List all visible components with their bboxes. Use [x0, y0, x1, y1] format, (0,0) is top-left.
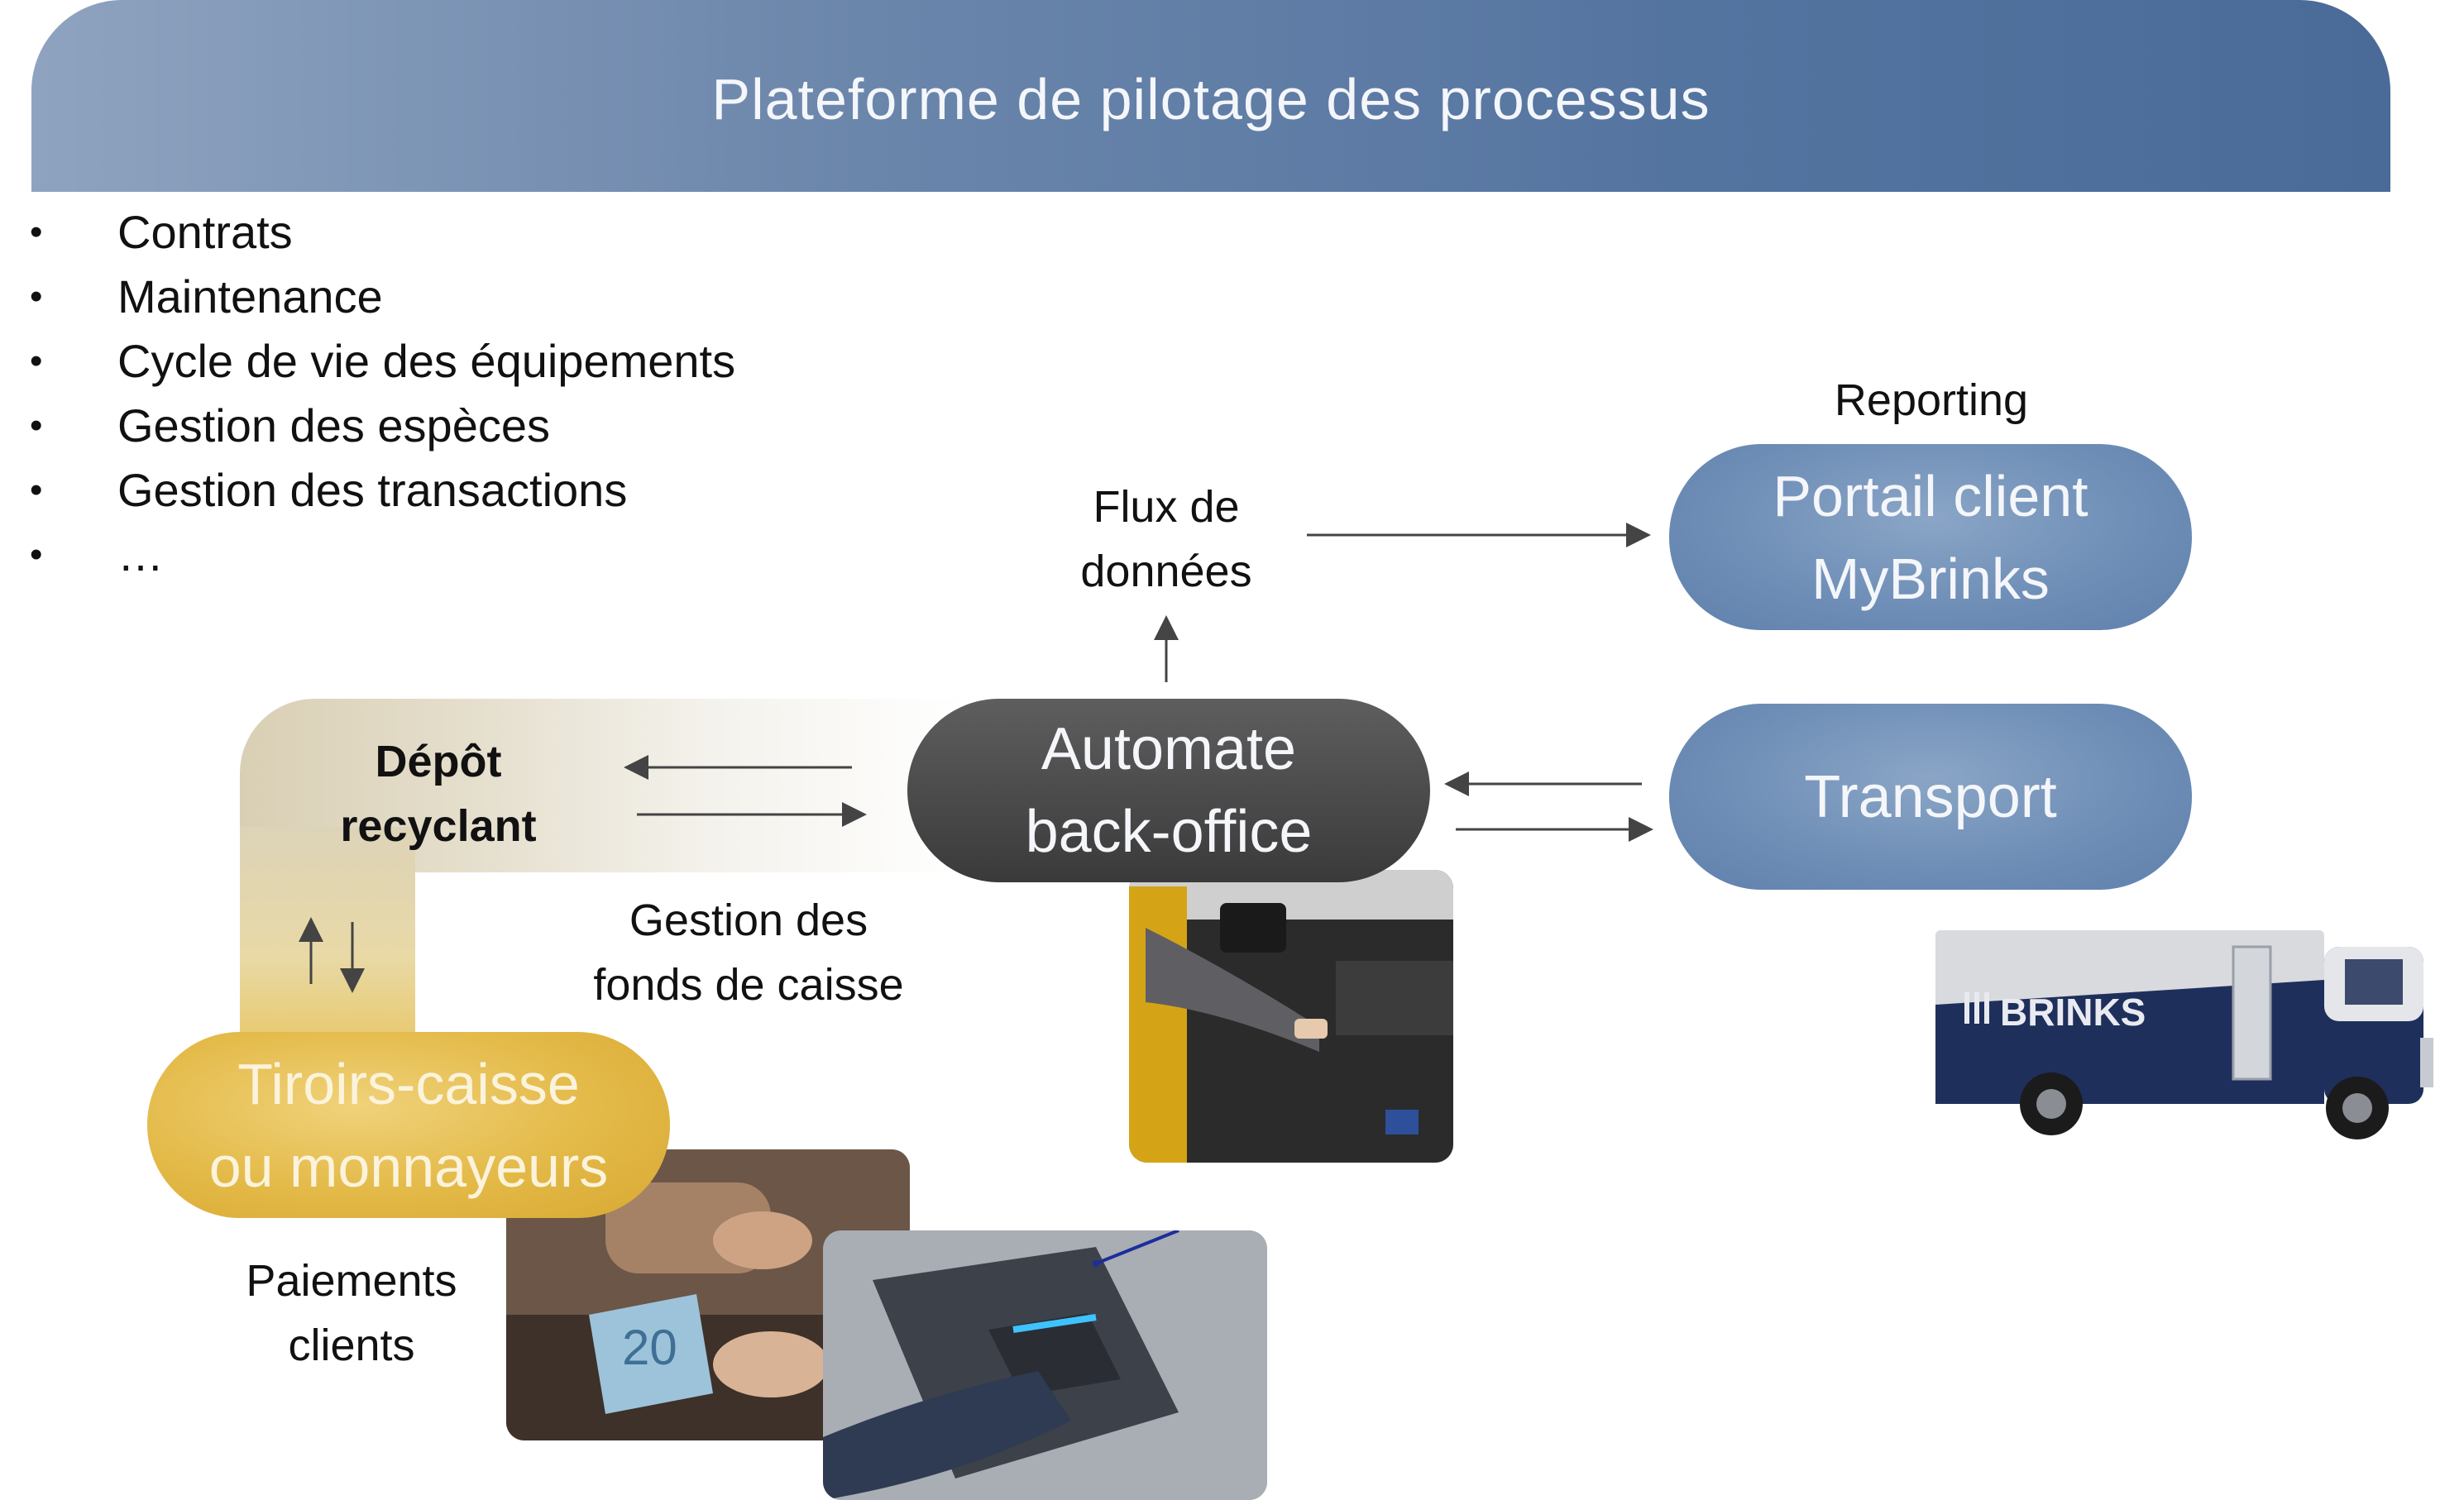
flow-band-vertical [240, 827, 415, 1042]
list-item-label: … [117, 528, 164, 580]
paiements-label-line1: Paiements [246, 1256, 457, 1306]
gestion-label-line1: Gestion des [629, 896, 868, 945]
bullet-icon: • [30, 212, 43, 252]
tiroirs-caisse-node: Tiroirs-caisse ou monnayeurs [147, 1032, 670, 1218]
reporting-label: Reporting [1834, 375, 2029, 425]
list-item-label: Gestion des transactions [117, 464, 628, 516]
automate-label: Automate back-office [1026, 708, 1313, 873]
depot-label-line1: Dépôt [375, 737, 502, 786]
list-item: • Maintenance [25, 265, 735, 329]
header-banner [31, 0, 2390, 192]
machine-illustration [1129, 870, 1453, 1163]
list-item-label: Cycle de vie des équipements [117, 335, 736, 387]
flux-label-line2: données [1080, 547, 1252, 596]
portail-label-line2: MyBrinks [1811, 546, 2050, 611]
tiroirs-label-line1: Tiroirs-caisse [237, 1051, 580, 1116]
backoffice-machine-photo [1129, 870, 1453, 1163]
feature-list: • Contrats • Maintenance • Cycle de vie des… [25, 200, 735, 587]
list-item: • Gestion des espèces [25, 394, 735, 458]
brinks-logo-text: BRINKS [2000, 991, 2146, 1034]
paiements-clients-label: Paiements clients [199, 1249, 505, 1378]
bullet-icon: • [30, 470, 43, 510]
flux-label-line1: Flux de [1093, 482, 1240, 532]
paiements-label-line2: clients [288, 1321, 415, 1370]
tiroirs-label: Tiroirs-caisse ou monnayeurs [209, 1043, 609, 1208]
bullet-icon: • [30, 534, 43, 575]
automate-backoffice-node: Automate back-office [907, 699, 1430, 882]
banknote-illustration: 20 [622, 1320, 677, 1375]
list-item: •… [25, 523, 735, 587]
gestion-fonds-label: Gestion des fonds de caisse [546, 888, 951, 1017]
depot-label-line2: recyclant [340, 801, 537, 851]
list-item-label: Maintenance [117, 270, 383, 322]
bullet-icon: • [30, 276, 43, 317]
flux-donnees-label: Flux de données [1026, 475, 1307, 604]
transport-label: Transport [1804, 763, 2057, 830]
portail-label: Portail client MyBrinks [1773, 455, 2088, 620]
depot-recyclant-label: Dépôt recyclant [298, 729, 579, 858]
portail-client-node: Portail client MyBrinks [1669, 444, 2192, 630]
list-item: • Contrats [25, 200, 735, 265]
list-item-label: Gestion des espèces [117, 399, 550, 451]
transport-node: Transport [1669, 704, 2192, 890]
brinks-truck-image: BRINKS [1935, 930, 2433, 1139]
list-item-label: Contrats [117, 206, 293, 258]
automate-label-line2: back-office [1025, 799, 1313, 865]
list-item: • Cycle de vie des équipements [25, 329, 735, 394]
page-title: Plateforme de pilotage des processus [711, 67, 1710, 131]
gestion-label-line2: fonds de caisse [593, 960, 904, 1010]
portail-label-line1: Portail client [1773, 463, 2088, 528]
payment-terminal-photo [823, 1230, 1267, 1500]
bullet-icon: • [30, 341, 43, 381]
terminal-illustration [823, 1230, 1267, 1500]
bullet-icon: • [30, 405, 43, 446]
tiroirs-label-line2: ou monnayeurs [208, 1134, 609, 1199]
automate-label-line1: Automate [1041, 716, 1297, 782]
list-item: • Gestion des transactions [25, 458, 735, 523]
